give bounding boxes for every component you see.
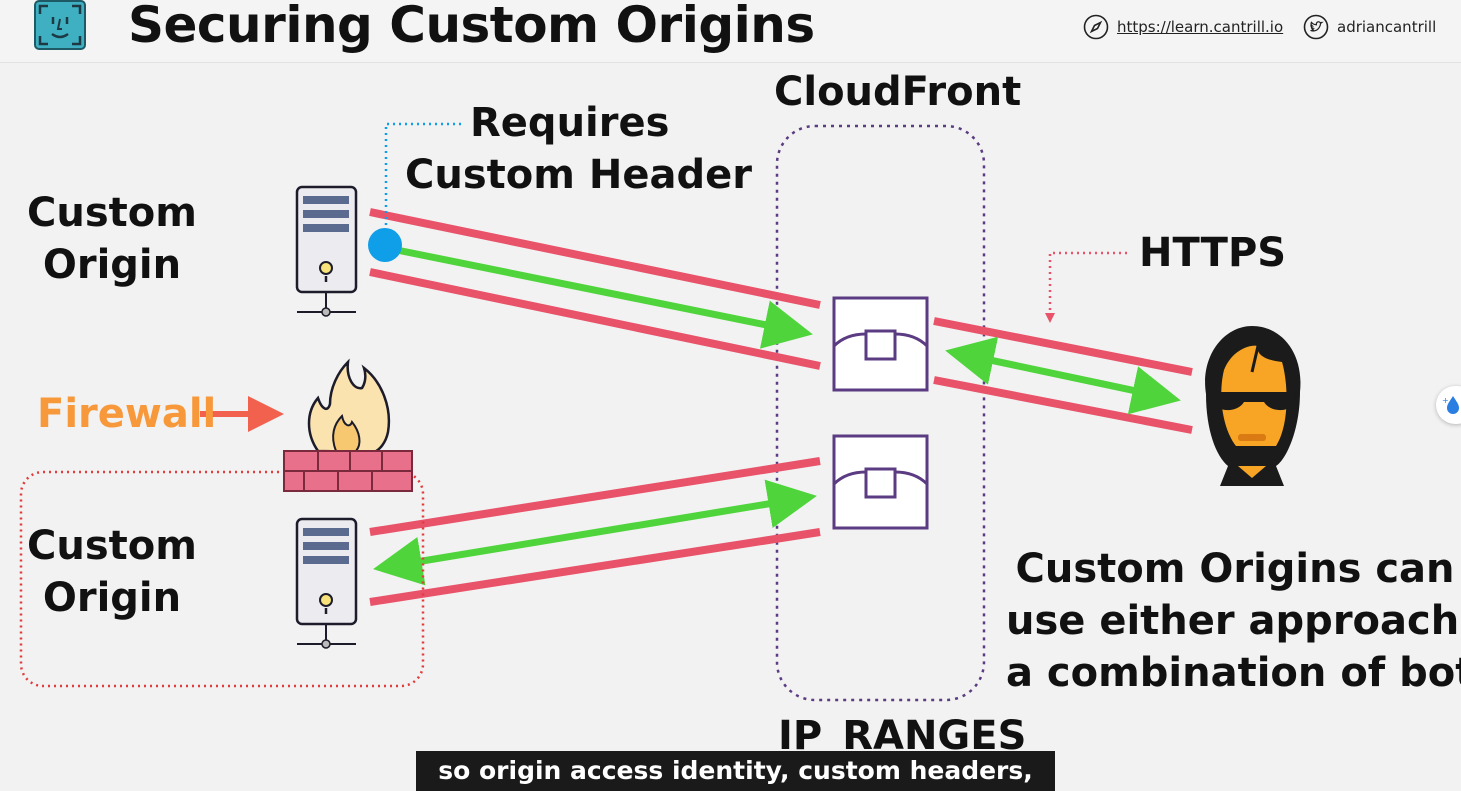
header-bar: Securing Custom Origins https://learn.ca… — [0, 0, 1461, 63]
firewall-boundary — [19, 470, 425, 688]
edge-location-bottom — [832, 434, 929, 530]
firewall-icon — [283, 358, 413, 492]
arrow-origin-to-cloudfront-top — [391, 245, 813, 349]
server-top-icon — [295, 185, 358, 317]
requires-label-line2: Custom Header — [405, 152, 752, 198]
viewer-person-icon — [1205, 326, 1301, 486]
https-callout-line — [1045, 251, 1127, 323]
twitter-link[interactable]: adriancantrill — [1303, 14, 1436, 40]
firewall-label: Firewall — [37, 391, 217, 437]
server-bottom-icon — [295, 517, 358, 649]
custom-header-dot — [368, 228, 402, 262]
page-title: Securing Custom Origins — [128, 0, 815, 54]
requires-label-line1: Requires — [470, 100, 670, 146]
compass-icon — [1083, 14, 1109, 40]
origin-bottom-label-line2: Origin — [42, 575, 182, 621]
cloudfront-label: CloudFront — [774, 69, 1022, 115]
https-label: HTTPS — [1139, 230, 1287, 276]
website-link[interactable]: https://learn.cantrill.io — [1083, 14, 1283, 40]
twitter-handle[interactable]: adriancantrill — [1337, 18, 1437, 36]
summary-line3: a combination of both — [1006, 650, 1461, 696]
website-link-text[interactable]: https://learn.cantrill.io — [1117, 18, 1284, 36]
origin-top-label-line1: Custom — [27, 190, 197, 236]
arrow-cloudfront-viewer — [945, 336, 1181, 415]
floating-side-button[interactable]: + — [1436, 386, 1461, 424]
twitter-icon — [1303, 14, 1329, 40]
origin-bottom-label-line1: Custom — [27, 523, 197, 569]
custom-header-callout-line — [384, 122, 461, 226]
summary-line2: use either approach or — [1006, 598, 1461, 644]
droplet-icon: + — [1442, 396, 1459, 414]
summary-line1: Custom Origins can — [1015, 546, 1455, 592]
cloudfront-boundary — [775, 124, 986, 702]
arrow-cloudfront-to-origin-bottom — [373, 479, 817, 586]
face-logo-icon — [34, 0, 86, 50]
origin-top-label-line2: Origin — [42, 242, 182, 288]
edge-location-top — [832, 296, 929, 392]
video-caption: so origin access identity, custom header… — [416, 751, 1055, 791]
svg-text:+: + — [1442, 396, 1449, 405]
tunnel-top — [369, 208, 821, 370]
